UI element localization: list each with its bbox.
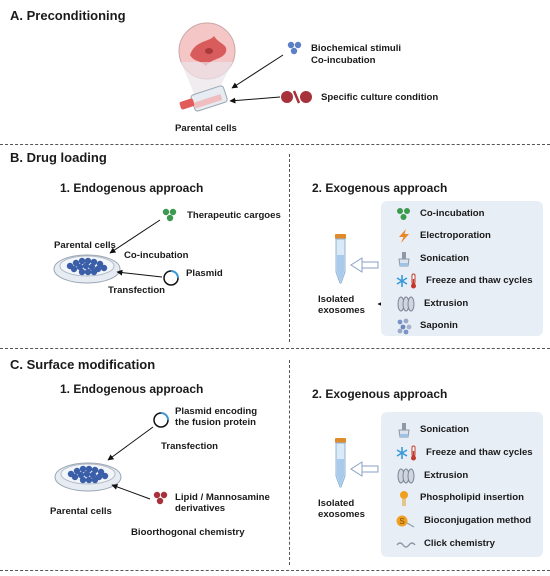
method-item: Co-incubation — [396, 206, 484, 222]
blue-dot-icon — [290, 47, 298, 55]
method-item: Saponin — [396, 318, 458, 335]
method-item: Electroporation — [396, 228, 491, 244]
divider — [0, 144, 550, 145]
label-biochemical-stimuli: Biochemical stimuli — [311, 43, 402, 54]
culture-flask-icon — [179, 85, 228, 112]
divider — [0, 348, 550, 349]
snowflake-thermometer-icon — [396, 273, 416, 289]
red-dot-icon — [153, 491, 161, 499]
label-fusion-protein: the fusion protein — [175, 417, 257, 428]
label-exosomes: exosomes — [318, 509, 365, 520]
label-transfection: Transfection — [108, 285, 166, 296]
svg-text:S: S — [399, 517, 404, 526]
blue-dot-icon — [287, 41, 295, 49]
label-parental-cells: Parental cells — [54, 240, 116, 251]
label-co-incubation: Co-incubation — [124, 250, 189, 261]
divider — [0, 570, 550, 571]
petri-dish-icon — [54, 462, 122, 492]
method-item: Freeze and thaw cycles — [396, 445, 533, 461]
magnifier-cone — [181, 62, 233, 96]
method-item: Extrusion — [396, 468, 468, 484]
membrane-filter-icon — [397, 468, 415, 484]
label-isolated: Isolated — [318, 294, 355, 305]
sonicator-icon — [398, 252, 410, 267]
divider — [289, 154, 290, 342]
method-item: S Bioconjugation method — [396, 513, 531, 529]
bioconjugation-icon: S — [396, 515, 415, 528]
exogenous-methods-panel: Co-incubation Electroporation Sonication… — [381, 201, 543, 336]
arrow — [116, 269, 163, 278]
red-dot-icon — [156, 497, 164, 505]
method-item: Freeze and thaw cycles — [396, 273, 533, 289]
method-item: Click chemistry — [396, 536, 495, 552]
petri-dish-icon — [53, 254, 121, 284]
arrow-to-tube — [350, 257, 379, 273]
label-derivatives: derivatives — [175, 503, 226, 514]
section-a-title: A. Preconditioning — [10, 8, 126, 23]
arrow — [107, 426, 154, 461]
label-co-incubation: Co-incubation — [311, 55, 376, 66]
section-b-exo-title: 2. Exogenous approach — [312, 181, 448, 195]
label-plasmid-encoding: Plasmid encoding — [175, 406, 258, 417]
conical-tube-icon — [335, 438, 346, 488]
section-c-endo-title: 1. Endogenous approach — [60, 382, 204, 396]
saponin-dots-icon — [397, 318, 412, 335]
lightning-icon — [399, 229, 409, 243]
exogenous-methods-panel: Sonication Freeze and thaw cycles Extrus… — [381, 412, 543, 557]
phospholipid-icon — [400, 491, 408, 506]
section-b-endo-title: 1. Endogenous approach — [60, 181, 204, 195]
label-bioorthogonal-chemistry: Bioorthogonal chemistry — [131, 527, 245, 538]
drug-loading-diagram — [53, 208, 406, 307]
arrow — [111, 484, 151, 500]
green-dot-icon — [166, 214, 174, 222]
label-therapeutic-cargoes: Therapeutic cargoes — [187, 210, 281, 221]
method-item: Phospholipid insertion — [396, 490, 524, 506]
wave-icon — [396, 542, 416, 548]
conical-tube-icon — [335, 234, 346, 284]
surface-modification-diagram — [54, 412, 379, 505]
label-plasmid: Plasmid — [186, 268, 223, 279]
label-transfection: Transfection — [161, 441, 219, 452]
sonicator-icon — [398, 423, 410, 438]
method-item: Extrusion — [396, 296, 468, 312]
membrane-filter-icon — [397, 296, 415, 312]
arrow — [229, 96, 281, 104]
label-specific-culture-condition: Specific culture condition — [321, 92, 439, 103]
label-parental-cells: Parental cells — [175, 123, 237, 134]
label-isolated: Isolated — [318, 498, 355, 509]
blue-dot-icon — [294, 41, 302, 49]
preconditioning-diagram — [178, 22, 312, 112]
arrow — [231, 54, 284, 89]
label-lipid-mannosamine: Lipid / Mannosamine — [175, 492, 270, 503]
green-dot-icon — [162, 208, 170, 216]
method-item: Sonication — [396, 251, 469, 267]
green-dots-icon — [397, 208, 410, 220]
section-c-title: C. Surface modification — [10, 357, 156, 372]
section-b-title: B. Drug loading — [10, 150, 107, 165]
red-dot-icon — [160, 491, 168, 499]
label-exosomes: exosomes — [318, 305, 365, 316]
method-item: Sonication — [396, 422, 469, 438]
divider — [289, 360, 290, 565]
snowflake-thermometer-icon — [396, 445, 416, 461]
green-dot-icon — [169, 208, 177, 216]
arrow — [109, 219, 161, 254]
section-c-exo-title: 2. Exogenous approach — [312, 387, 448, 401]
culture-condition-icon — [281, 90, 312, 104]
arrow-to-tube — [350, 461, 379, 477]
label-parental-cells: Parental cells — [50, 506, 112, 517]
